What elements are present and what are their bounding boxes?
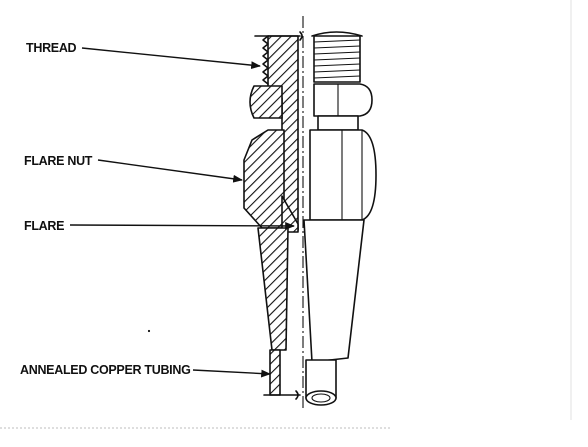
leaders (69, 47, 295, 378)
exterior-fitting-view (303, 31, 377, 406)
flare-nut-label: FLARE NUT (24, 154, 93, 168)
tubing-label: ANNEALED COPPER TUBING (20, 363, 191, 377)
thread-leader (81, 47, 261, 70)
thread-teeth (262, 35, 269, 85)
tube-wall-section (269, 349, 281, 396)
tubing-bore (311, 393, 331, 403)
cone-exterior (303, 219, 365, 363)
flare-label: FLARE (24, 219, 64, 233)
male-thread-lines (313, 39, 361, 79)
flare-nut-section (243, 129, 285, 229)
body-hex-section (249, 85, 283, 119)
sectioned-fitting-body (243, 31, 303, 400)
body-hex (313, 83, 373, 117)
thread-end-arc (311, 31, 363, 37)
cone-section (257, 227, 289, 351)
flare-nut-hex (309, 129, 377, 221)
tubing-leader (192, 369, 271, 378)
tubing-end (305, 390, 337, 406)
thread-label: THREAD (26, 41, 77, 55)
stray-dot (147, 329, 151, 333)
flare-nut-leader (97, 159, 243, 183)
bottom-break-line (263, 390, 301, 400)
top-break-line (254, 31, 303, 41)
flare-leader (69, 222, 295, 230)
body-neck (317, 115, 359, 131)
